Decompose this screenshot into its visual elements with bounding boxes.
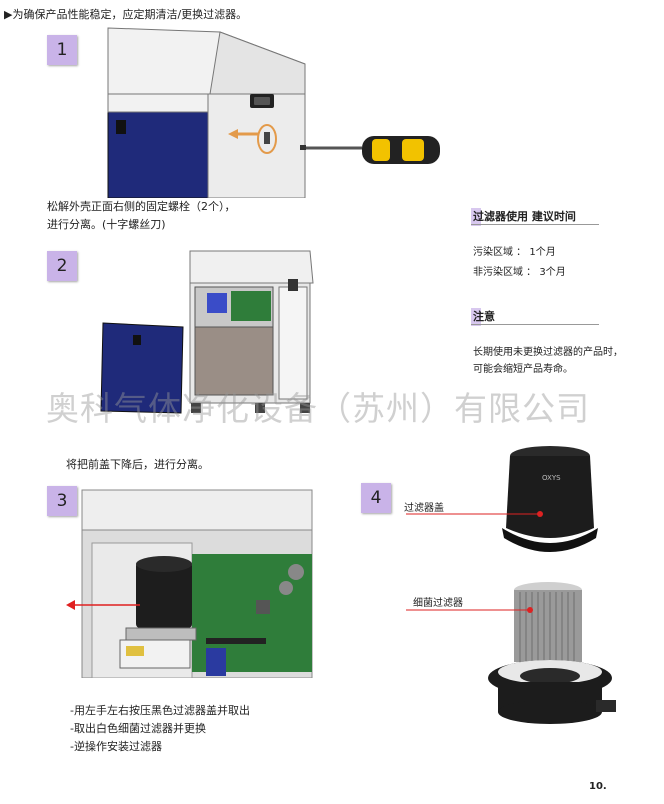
filter-cap-label: 过滤器盖: [404, 499, 444, 514]
usage-row-1: 污染区域 ： 1个月: [473, 244, 556, 262]
note-divider: [471, 324, 599, 325]
cabinet-top: [190, 251, 313, 283]
switch-icon: [288, 279, 298, 291]
page-number: 10.: [589, 781, 607, 792]
pump-icon: [207, 293, 227, 313]
step-1-caption-line-1: 松解外壳正面右侧的固定螺栓（2个），: [47, 198, 236, 216]
cabinet-top: [82, 490, 312, 530]
pcb-board: [231, 291, 271, 321]
note-line-2: 可能会缩短产品寿命。: [473, 361, 573, 379]
step-2-caption: 将把前盖下降后，进行分离。: [66, 456, 209, 474]
step-2-badge: 2: [47, 251, 77, 281]
step-1-illustration: [100, 26, 445, 198]
screw-icon: [264, 132, 270, 144]
step-3-caption-line-2: -取出白色细菌过滤器并更换: [70, 720, 206, 738]
intro-line: ▶为确保产品性能稳定，应定期清洁/更换过滤器。: [4, 6, 247, 24]
step-3-illustration: [56, 488, 314, 678]
step-4-badge: 4: [361, 483, 391, 513]
latch-icon: [116, 120, 126, 134]
step-3-caption-line-1: -用左手左右按压黑色过滤器盖并取出: [70, 702, 250, 720]
usage-divider: [471, 224, 599, 225]
step-4-illustration: OXYS: [400, 440, 630, 740]
bacteria-filter-label: 细菌过滤器: [413, 594, 463, 609]
company-watermark: 奥科气体净化设备（苏州）有限公司: [46, 382, 590, 430]
step-1-badge: 1: [47, 35, 77, 65]
usage-row-2: 非污染区域 ： 3个月: [473, 264, 566, 282]
cap-brand-text: OXYS: [542, 474, 561, 482]
cabinet-top-slope: [210, 32, 305, 94]
note-line-1: 长期使用未更换过滤器的产品时，: [473, 344, 623, 362]
step-1-caption-line-2: 进行分离。(十字螺丝刀): [47, 216, 166, 234]
step-3-caption-line-3: -逆操作安装过滤器: [70, 738, 162, 756]
side-panel: [208, 94, 305, 198]
